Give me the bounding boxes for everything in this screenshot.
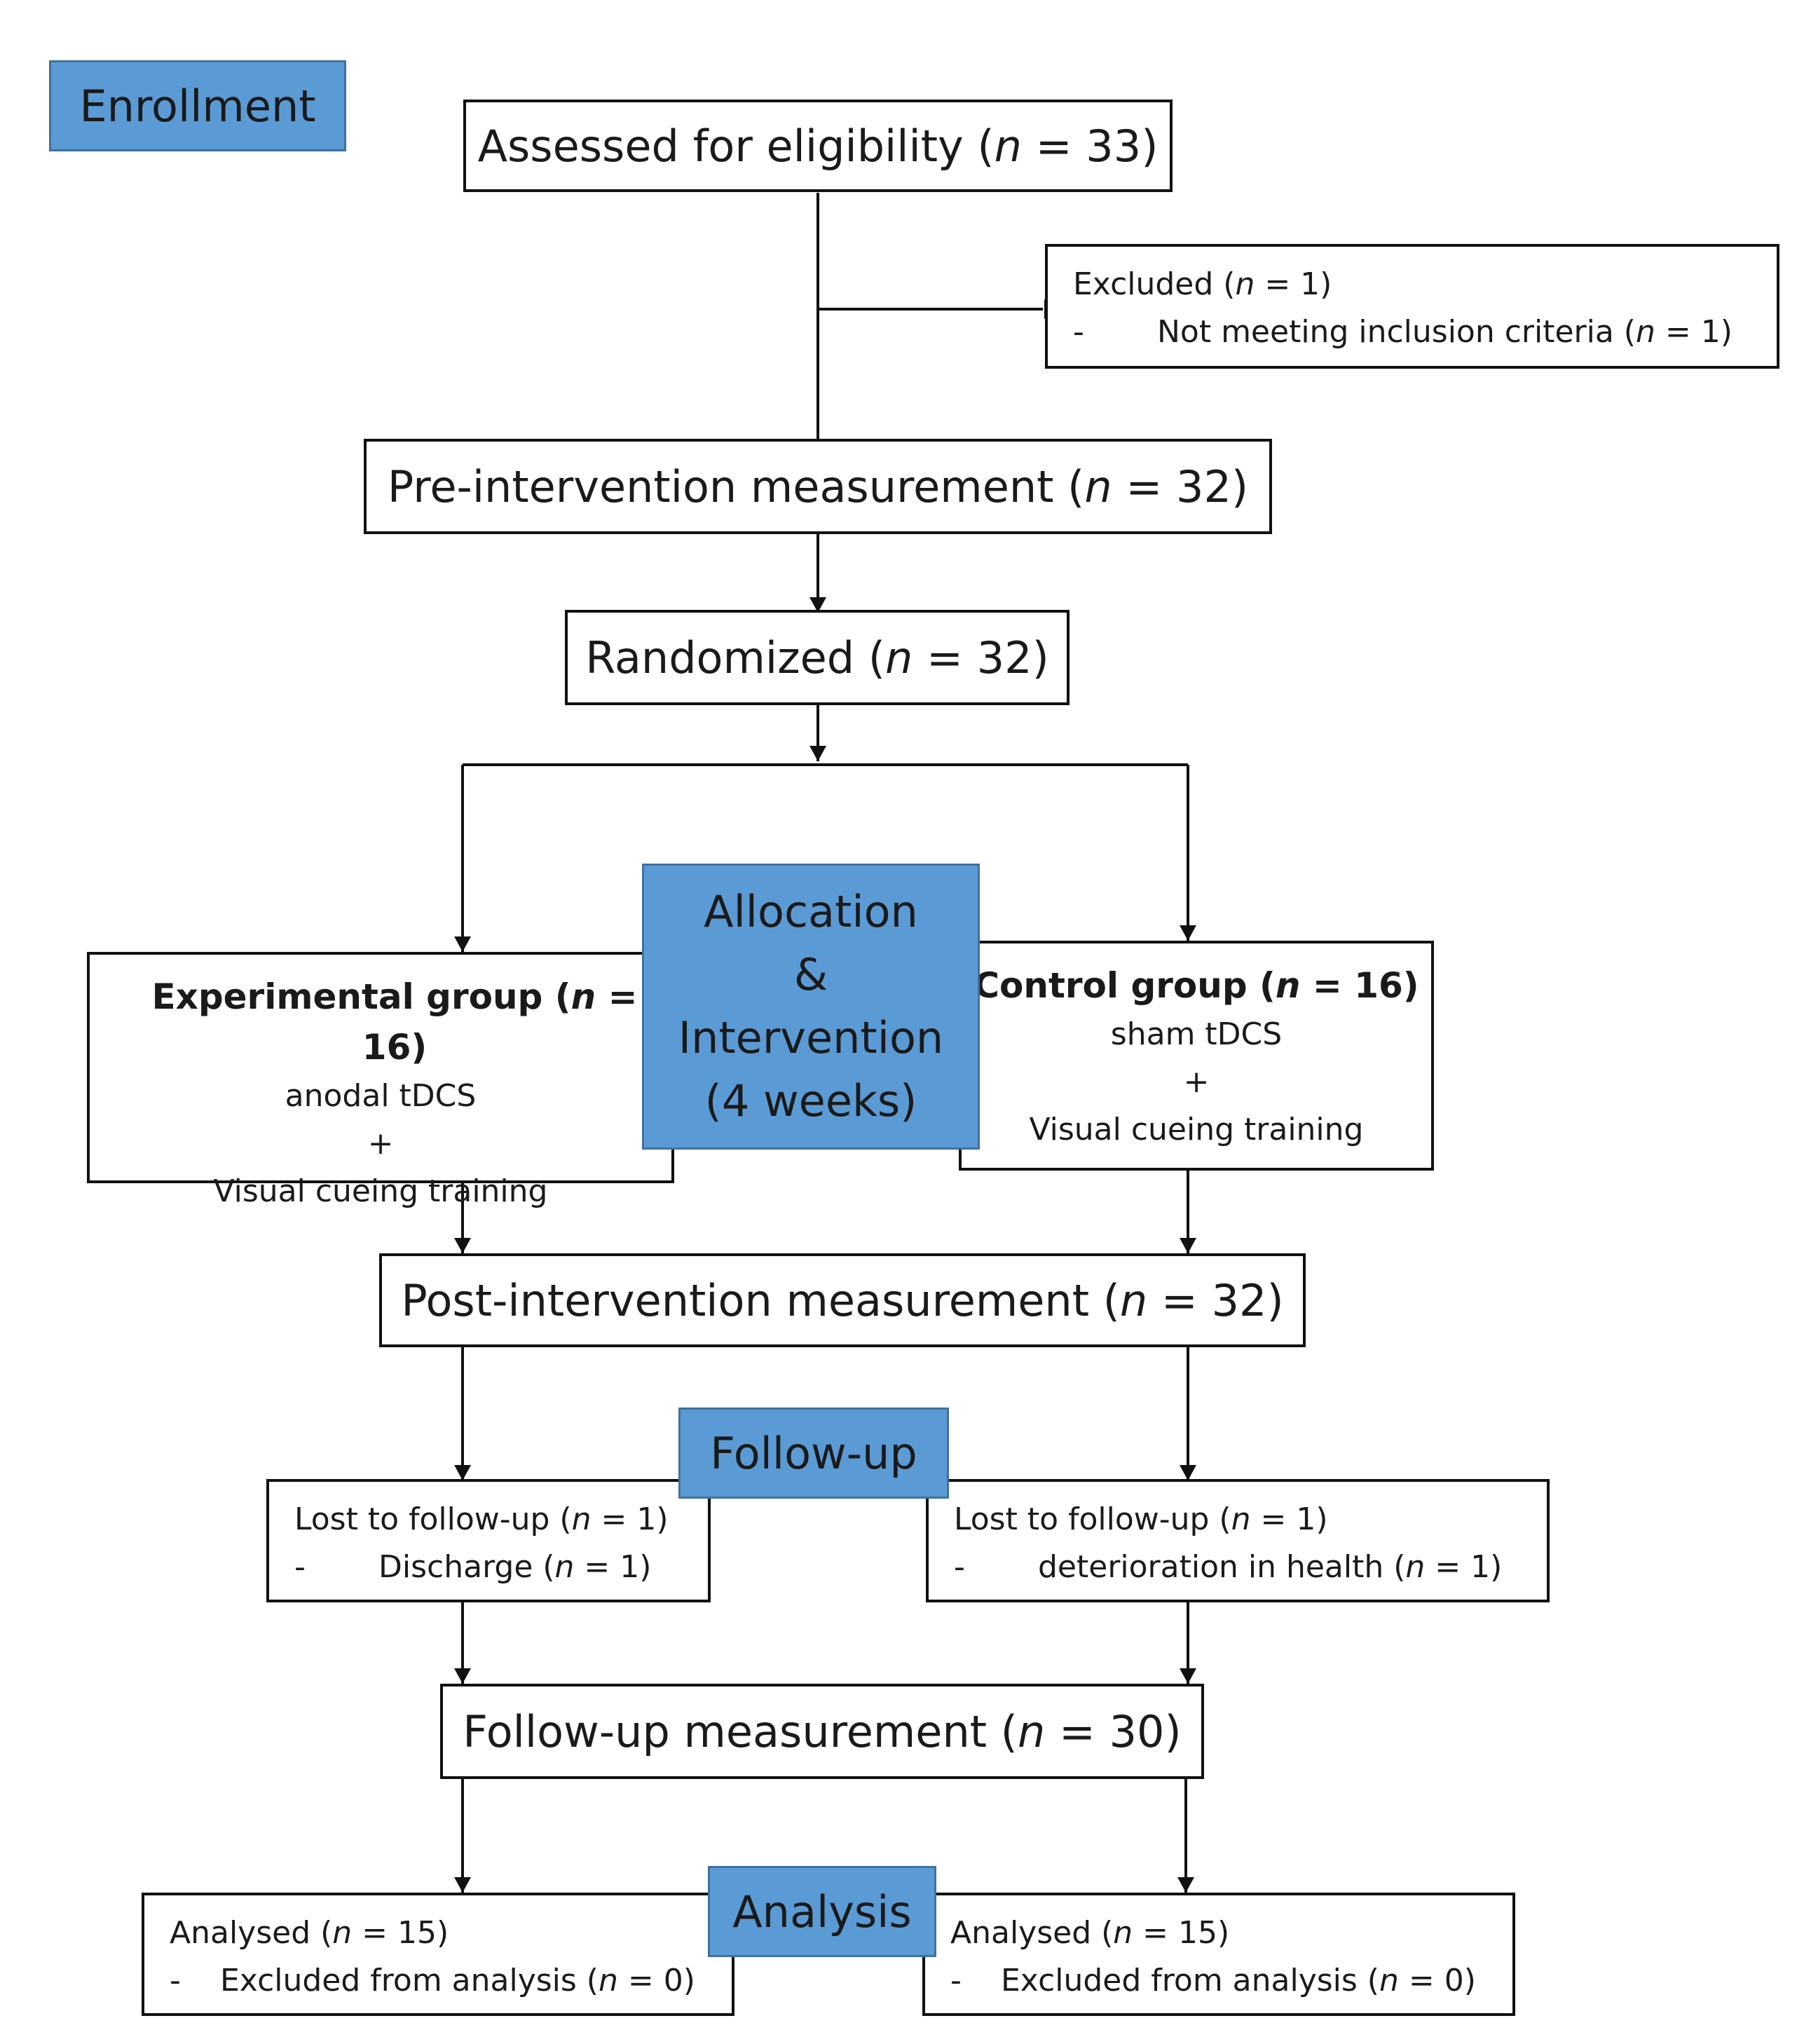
- box-follow-up-measurement: Follow-up measurement (n = 30): [440, 1684, 1204, 1779]
- arrowhead-post-left: [454, 1238, 471, 1253]
- control-line2: +: [1183, 1064, 1210, 1100]
- stage-analysis: Analysis: [708, 1866, 936, 1957]
- stage-enrollment-label: Enrollment: [79, 80, 316, 132]
- allocation-line1: Allocation: [704, 886, 918, 937]
- analysed-left-reason: -Excluded from analysis (n = 0): [170, 1963, 695, 1998]
- arrowhead-experimental: [454, 936, 471, 952]
- assessed-text: Assessed for eligibility (n = 33): [477, 120, 1159, 172]
- control-title: Control group (n = 16): [973, 965, 1419, 1006]
- lost-right-title: Lost to follow-up (n = 1): [954, 1501, 1328, 1537]
- control-line1: sham tDCS: [1110, 1016, 1283, 1052]
- box-lost-left: Lost to follow-up (n = 1) -Discharge (n …: [266, 1479, 711, 1602]
- box-post-intervention: Post-intervention measurement (n = 32): [379, 1253, 1306, 1347]
- box-excluded: Excluded (n = 1) -Not meeting inclusion …: [1045, 244, 1779, 369]
- box-pre-intervention: Pre-intervention measurement (n = 32): [364, 439, 1272, 534]
- lost-left-title: Lost to follow-up (n = 1): [294, 1501, 669, 1537]
- experimental-line3: Visual cueing training: [213, 1173, 548, 1209]
- allocation-line3: Intervention: [678, 1012, 944, 1063]
- stage-enrollment: Enrollment: [49, 60, 346, 151]
- followup-measurement-text: Follow-up measurement (n = 30): [463, 1705, 1182, 1757]
- arrowhead-post-right: [1180, 1238, 1196, 1253]
- lost-right-reason: -deterioration in health (n = 1): [954, 1549, 1503, 1585]
- box-lost-right: Lost to follow-up (n = 1) -deterioration…: [926, 1479, 1550, 1602]
- pre-text: Pre-intervention measurement (n = 32): [387, 461, 1249, 512]
- box-control: Control group (n = 16) sham tDCS + Visua…: [959, 941, 1434, 1171]
- excluded-reason: -Not meeting inclusion criteria (n = 1): [1073, 314, 1733, 350]
- box-analysed-right: Analysed (n = 15) -Excluded from analysi…: [922, 1893, 1515, 2016]
- control-line3: Visual cueing training: [1029, 1112, 1364, 1147]
- box-experimental: Experimental group (n = 16) anodal tDCS …: [87, 952, 674, 1209]
- randomized-text: Randomized (n = 32): [585, 632, 1049, 683]
- stage-allocation: Allocation & Intervention (4 weeks): [642, 864, 980, 1150]
- arrowhead-lost-right: [1180, 1465, 1196, 1480]
- arrowhead-followup-right: [1180, 1668, 1196, 1684]
- arrowhead-randomized: [809, 597, 826, 613]
- stage-follow-up: Follow-up: [678, 1408, 949, 1499]
- arrowhead-followup-left: [454, 1668, 471, 1684]
- box-analysed-left: Analysed (n = 15) -Excluded from analysi…: [142, 1893, 734, 2016]
- experimental-line2: +: [367, 1126, 394, 1161]
- analysed-right-reason: -Excluded from analysis (n = 0): [950, 1963, 1476, 1998]
- arrowhead-lost-left: [454, 1465, 471, 1480]
- post-text: Post-intervention measurement (n = 32): [401, 1274, 1284, 1326]
- excluded-title: Excluded (n = 1): [1073, 266, 1332, 302]
- arrowhead-analysed-right: [1177, 1877, 1194, 1893]
- stage-analysis-label: Analysis: [732, 1886, 912, 1937]
- allocation-line4: (4 weeks): [704, 1075, 917, 1126]
- experimental-line1: anodal tDCS: [285, 1078, 477, 1114]
- allocation-line2: &: [793, 949, 828, 1000]
- stage-follow-up-label: Follow-up: [710, 1427, 917, 1479]
- analysed-left-title: Analysed (n = 15): [170, 1915, 449, 1951]
- box-randomized: Randomized (n = 32): [565, 610, 1070, 705]
- analysed-right-title: Analysed (n = 15): [950, 1915, 1230, 1951]
- arrowhead-control: [1180, 925, 1196, 941]
- lost-left-reason: -Discharge (n = 1): [294, 1549, 652, 1585]
- arrowhead-analysed-left: [454, 1877, 471, 1893]
- experimental-title: Experimental group (n = 16): [151, 976, 638, 1068]
- arrowhead-split: [809, 746, 826, 761]
- box-assessed: Assessed for eligibility (n = 33): [463, 100, 1173, 192]
